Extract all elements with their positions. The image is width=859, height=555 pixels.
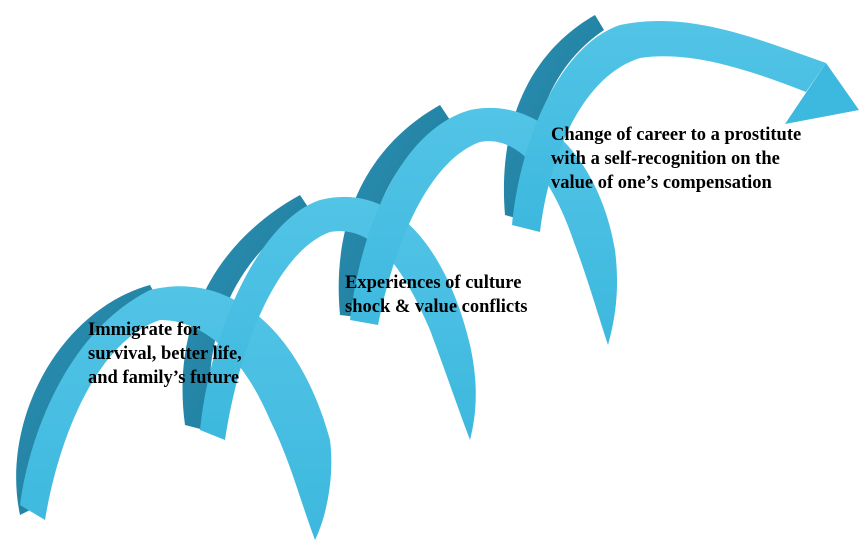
stage-label-culture-shock: Experiences of culture shock & value con…: [345, 273, 528, 318]
spiral-arrow-head-icon: [785, 63, 859, 124]
stage-label-immigrate: Immigrate for survival, better life, and…: [88, 320, 242, 389]
ribbon-front-strip-4: [512, 20, 826, 232]
stage-label-career-change: Change of career to a prostitute with a …: [551, 125, 802, 194]
ribbon-front-strips: [20, 20, 826, 540]
ribbon-front-strip-1: [20, 286, 332, 540]
ribbon-front-strip-2: [200, 196, 476, 440]
